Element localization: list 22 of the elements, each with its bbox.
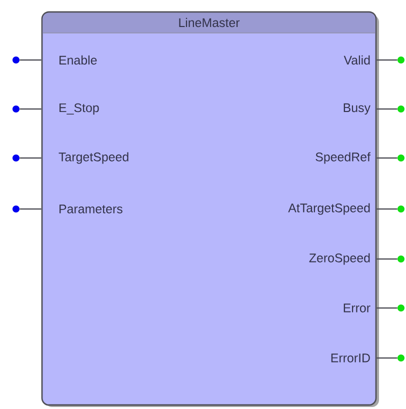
output-pin-dot	[398, 304, 404, 312]
pin-line	[376, 258, 398, 260]
pin-line	[376, 157, 398, 159]
input-pin-dot	[12, 106, 20, 112]
pin-line	[376, 307, 398, 309]
pin-line	[20, 108, 42, 110]
input-pin-dot	[12, 154, 20, 162]
input-pin-dot	[12, 56, 20, 64]
output-pin-dot	[398, 206, 404, 212]
pin-line	[376, 357, 398, 359]
output-pin-dot	[398, 56, 404, 64]
pin-line	[376, 208, 398, 210]
output-pin-dot	[398, 154, 404, 162]
input-pin-dot	[12, 206, 20, 212]
pin-line	[376, 59, 398, 61]
output-pin-dot	[398, 354, 404, 362]
output-pin-dot	[398, 106, 404, 112]
pin-line	[376, 108, 398, 110]
pin-line	[20, 157, 42, 159]
pin-line	[20, 208, 42, 210]
output-pin-dot	[398, 256, 404, 262]
pin-line	[20, 59, 42, 61]
